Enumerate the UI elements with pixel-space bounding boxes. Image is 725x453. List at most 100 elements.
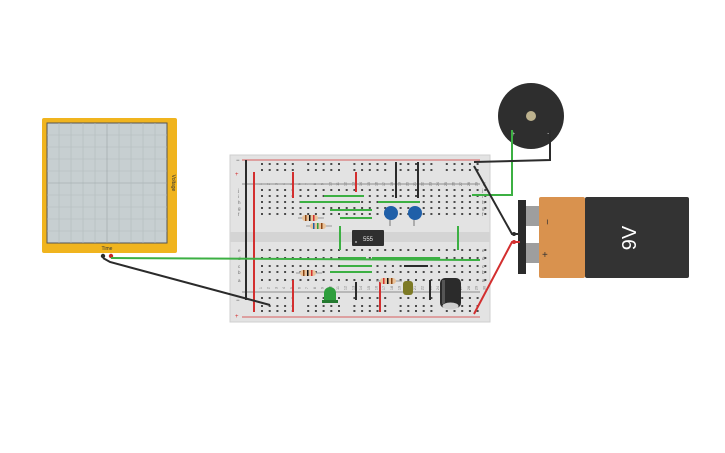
column-label: 21 [413, 286, 417, 290]
column-label: 3 [274, 287, 278, 289]
battery-9v[interactable]: − + 9V [518, 197, 689, 278]
column-label: 21 [413, 182, 417, 186]
column-label: 19 [398, 182, 402, 186]
oscilloscope-voltage-label: Voltage [170, 175, 176, 192]
column-label: 24 [436, 182, 440, 186]
column-label: 14 [359, 182, 363, 186]
column-label: 7 [305, 287, 309, 289]
column-label: 18 [390, 182, 394, 186]
ic-555[interactable]: 555 [352, 230, 384, 246]
oscilloscope-time-label: Time [102, 246, 113, 252]
led-green[interactable] [322, 287, 338, 303]
column-label: 11 [336, 182, 340, 186]
column-label: 3 [274, 183, 278, 185]
battery-minus: − [541, 219, 552, 225]
column-label: 7 [305, 183, 309, 185]
battery-terminal-positive [526, 243, 540, 263]
column-label: 9 [321, 183, 325, 185]
battery-clip [518, 200, 526, 274]
column-label: 22 [421, 182, 425, 186]
wire-endpoint[interactable] [512, 240, 516, 244]
capacitor[interactable] [403, 281, 413, 295]
external-wires[interactable] [102, 130, 551, 315]
components[interactable]: 555 [296, 206, 461, 310]
column-label: 17 [382, 286, 386, 290]
row-label: c [482, 264, 485, 269]
row-label: j [237, 188, 239, 193]
column-label: 2 [267, 183, 271, 185]
column-label: 9 [321, 287, 325, 289]
resistor[interactable] [306, 223, 332, 229]
ic-pin1-marker [355, 241, 357, 243]
row-label: f [482, 212, 484, 217]
wire-black-scope-ground[interactable] [102, 257, 271, 306]
column-label: 4 [282, 183, 286, 185]
row-label: b [238, 270, 241, 275]
column-label: 12 [344, 286, 348, 290]
column-label: 11 [336, 286, 340, 290]
rail-plus-top: + [235, 172, 239, 178]
column-label: 16 [375, 286, 379, 290]
column-label: 10 [328, 182, 332, 186]
column-label: 28 [467, 286, 471, 290]
column-label: 29 [475, 182, 479, 186]
column-label: 8 [313, 287, 317, 289]
column-label: 27 [459, 286, 463, 290]
wire-green-scope-probe[interactable] [110, 257, 480, 261]
column-label: 13 [351, 182, 355, 186]
resistor[interactable] [298, 215, 324, 221]
row-label: e [482, 248, 485, 253]
column-label: 26 [452, 182, 456, 186]
electrolytic-capacitor[interactable] [440, 278, 461, 310]
row-label: b [482, 270, 485, 275]
column-label: 25 [444, 182, 448, 186]
row-label: a [482, 278, 485, 283]
ceramic-capacitor[interactable] [408, 206, 422, 226]
column-label: 6 [298, 287, 302, 289]
column-label: 30 [482, 286, 486, 290]
buzzer-plus: + [511, 131, 515, 138]
column-label: 14 [359, 286, 363, 290]
oscilloscope[interactable]: Time Voltage [42, 118, 177, 259]
column-label: 22 [421, 286, 425, 290]
oscilloscope-probe-negative[interactable] [100, 253, 106, 259]
column-label: 2 [267, 287, 271, 289]
wire-endpoint[interactable] [512, 232, 516, 236]
piezo-buzzer[interactable]: + − [498, 83, 564, 149]
column-label: 1 [259, 287, 263, 289]
column-label: 28 [467, 182, 471, 186]
row-label: a [238, 278, 241, 283]
row-label: d [482, 256, 485, 261]
column-label: 5 [290, 183, 294, 185]
battery-plus: + [542, 250, 548, 261]
wire-green-buzzer[interactable] [472, 130, 513, 196]
column-label: 15 [367, 182, 371, 186]
row-label: e [238, 248, 241, 253]
battery-body [585, 197, 689, 278]
resistor[interactable] [376, 278, 402, 284]
ceramic-capacitor[interactable] [384, 206, 398, 226]
column-label: 4 [282, 287, 286, 289]
row-label: h [238, 200, 241, 205]
row-label: g [482, 206, 485, 211]
resistor[interactable] [296, 270, 322, 276]
ic-label: 555 [363, 237, 374, 243]
rail-minus-top: − [236, 158, 240, 164]
wire-black-buzzer[interactable] [473, 130, 551, 163]
column-label: 12 [344, 182, 348, 186]
row-label: c [238, 264, 241, 269]
column-label: 18 [390, 286, 394, 290]
column-label: 16 [375, 182, 379, 186]
oscilloscope-grid [47, 123, 167, 243]
column-label: 5 [290, 287, 294, 289]
column-label: 20 [405, 182, 409, 186]
column-label: 29 [475, 286, 479, 290]
battery-label: 9V [619, 225, 641, 250]
breadboard-wires[interactable] [245, 160, 459, 312]
column-label: 19 [398, 286, 402, 290]
battery-cap [539, 197, 585, 278]
row-label: g [238, 206, 241, 211]
row-label: i [238, 194, 239, 199]
